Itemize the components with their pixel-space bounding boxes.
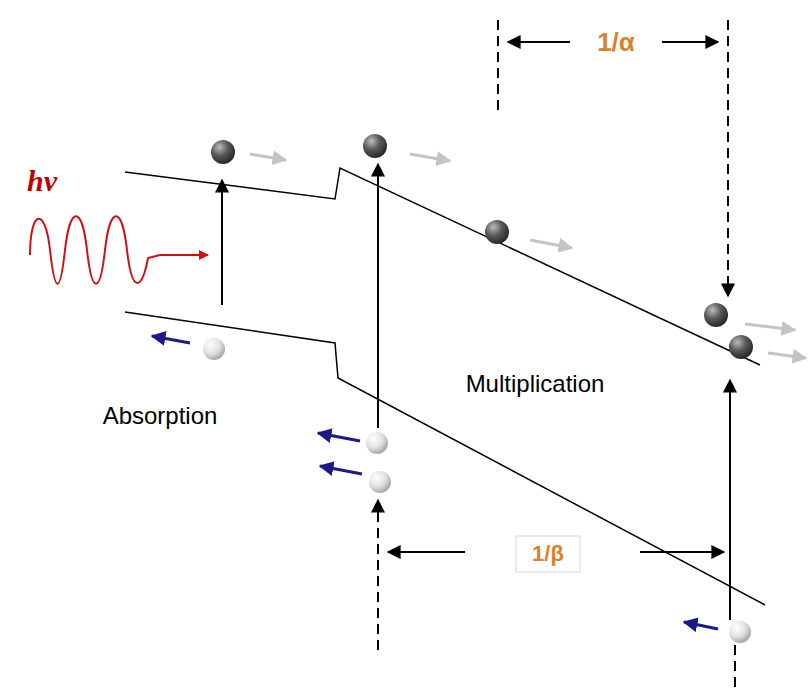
electron <box>485 220 509 244</box>
drift-arrow <box>530 240 572 248</box>
dimension-arrow <box>640 551 724 553</box>
region-label: Absorption <box>101 403 220 429</box>
drift-arrow <box>250 154 286 160</box>
hole-arrow <box>318 433 360 441</box>
drift-arrow <box>768 353 806 358</box>
dimension-arrow <box>662 41 718 43</box>
hole-arrow <box>320 466 362 474</box>
absorption-arrow <box>221 180 223 305</box>
dimension-arrow <box>508 41 570 43</box>
dimension-arrow <box>388 551 465 553</box>
drift-arrow <box>410 154 450 161</box>
dashed-marker <box>727 20 729 296</box>
hole <box>366 432 388 454</box>
hole-arrow <box>684 622 718 629</box>
hole <box>729 621 751 643</box>
dimension-label: 1/α <box>595 28 637 57</box>
photon-label: hv <box>25 164 59 197</box>
electron <box>363 134 387 158</box>
ionization-arrow <box>729 380 731 620</box>
electron <box>211 140 235 164</box>
hole <box>203 338 225 360</box>
hole-arrow <box>152 336 190 343</box>
conduction-band <box>125 168 760 365</box>
drift-arrow <box>745 324 795 330</box>
hole <box>369 471 391 493</box>
dashed-marker <box>497 20 499 112</box>
electron <box>729 335 753 359</box>
photon-wave <box>30 216 160 284</box>
dashed-marker <box>377 500 379 650</box>
valence-band <box>125 312 765 605</box>
ionization-arrow <box>377 164 379 428</box>
label-frame <box>516 536 580 572</box>
dimension-label: 1/β <box>530 542 566 566</box>
dashed-marker <box>734 645 736 690</box>
electron <box>704 303 728 327</box>
region-label: Multiplication <box>464 371 607 397</box>
photon-arrow <box>160 254 208 256</box>
